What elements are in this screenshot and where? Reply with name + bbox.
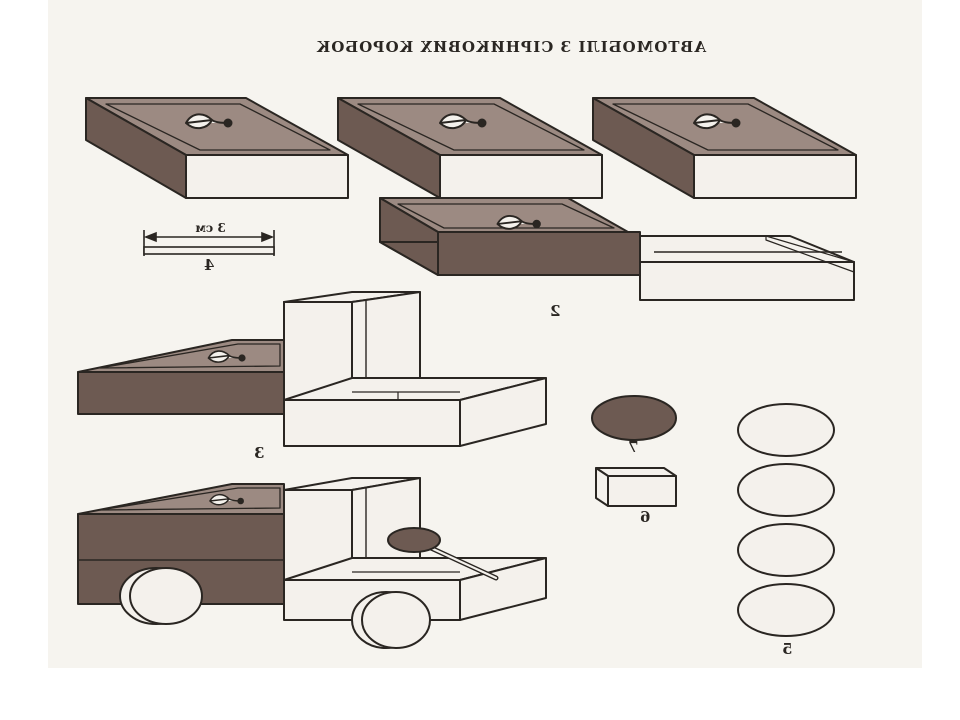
wheel-set (737, 403, 835, 637)
illustration-page: АВТОМОБІЛІ З СІРНИКОВИХ КОРОБОК 1 3 см 4 (48, 0, 922, 668)
steering-wheel-disk (591, 395, 677, 441)
measurement-strip (143, 230, 275, 256)
matchbox-car-diagram: АВТОМОБІЛІ З СІРНИКОВИХ КОРОБОК 1 3 см 4 (77, 38, 857, 658)
matchbox-1c (592, 97, 857, 199)
finished-car (77, 477, 547, 649)
step-2-label: 2 (550, 302, 560, 320)
step-7-label: 7 (628, 438, 638, 456)
dimension-label: 3 см (195, 221, 226, 235)
matchbox-open-drawer (379, 197, 855, 301)
small-cube (595, 467, 677, 507)
matchbox-1a (85, 97, 349, 199)
step-3-label: 3 (254, 444, 264, 462)
step-4-label: 4 (204, 256, 214, 274)
step-5-label: 5 (782, 640, 792, 658)
page-title: АВТОМОБІЛІ З СІРНИКОВИХ КОРОБОК (316, 38, 707, 56)
matchbox-1b (337, 97, 603, 199)
truck-body-assembly (77, 291, 547, 447)
step-6-label: 6 (640, 508, 650, 526)
